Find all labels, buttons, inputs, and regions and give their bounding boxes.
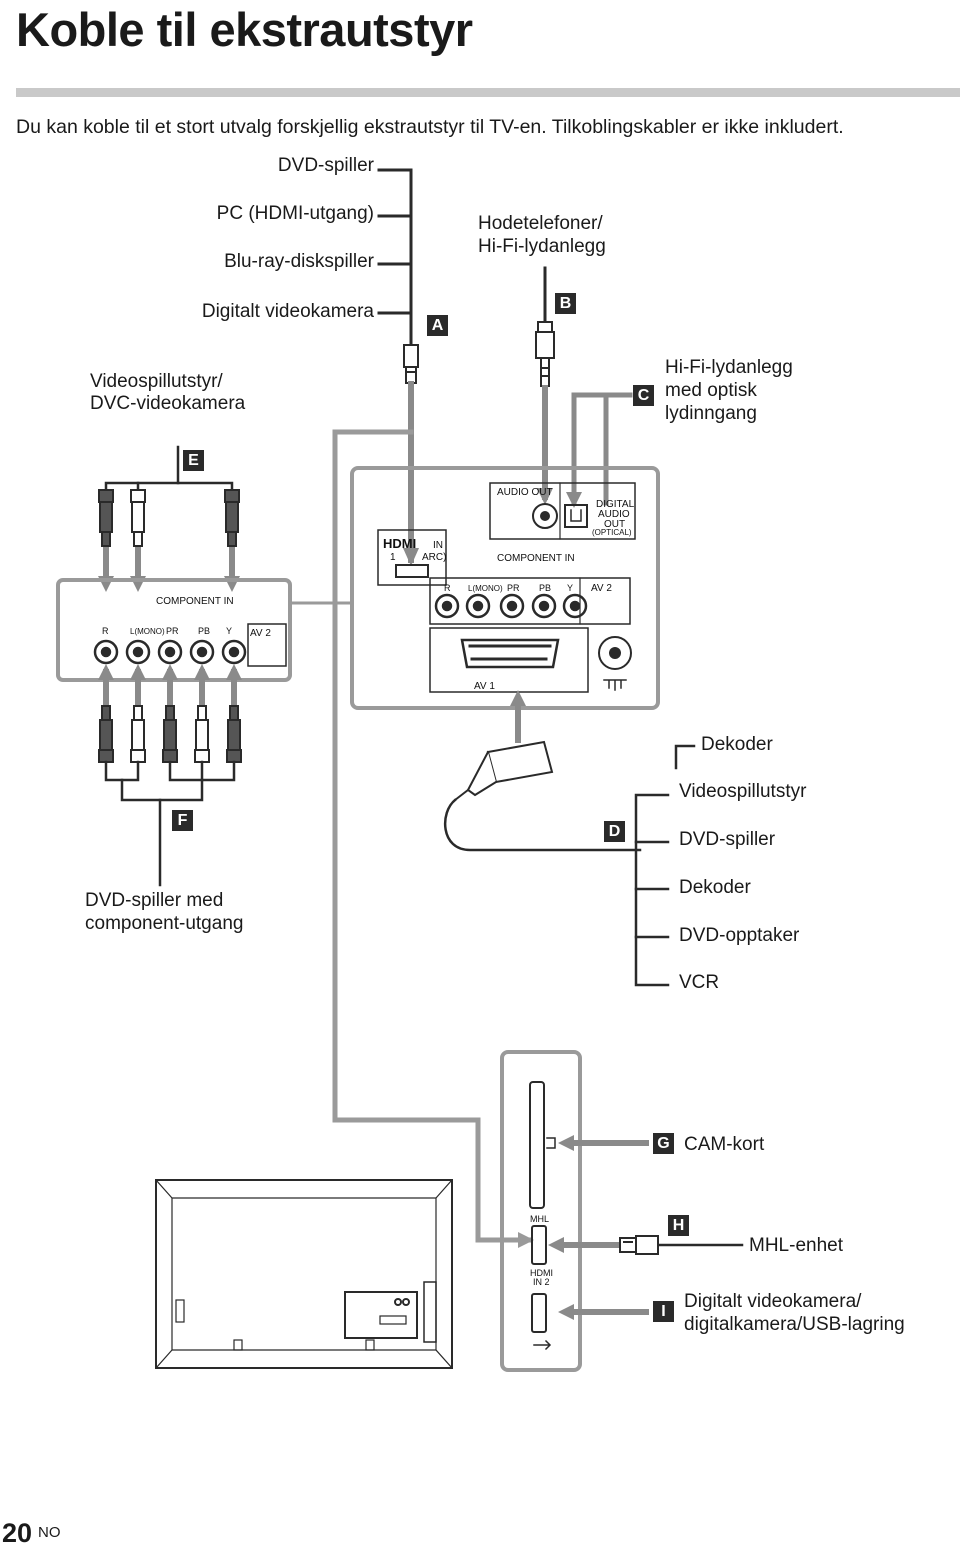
label-pc-hdmi: PC (HDMI-utgang) bbox=[216, 203, 374, 224]
label-hdmi-in2-2: IN 2 bbox=[533, 1277, 550, 1287]
tv-rear-illustration bbox=[155, 1179, 453, 1369]
label-cam-kort: CAM-kort bbox=[684, 1134, 765, 1155]
label-r-tv: R bbox=[444, 583, 451, 593]
label-videospill-1: Videospillutstyr/ bbox=[90, 371, 223, 392]
hdmi-in1-port bbox=[395, 564, 429, 578]
mhl-plug-h bbox=[619, 1235, 659, 1255]
label-hdmi-in: IN bbox=[433, 540, 443, 551]
tv-side-panel bbox=[500, 1050, 582, 1372]
label-hifi-optisk-2: med optisk bbox=[665, 380, 757, 401]
label-l-left: L(MONO) bbox=[130, 627, 165, 636]
label-component-1: DVD-spiller med bbox=[85, 890, 224, 911]
label-pb-tv: PB bbox=[539, 583, 551, 593]
label-hodetelefoner-2: Hi-Fi-lydanlegg bbox=[478, 236, 606, 257]
label-scart-dvd: DVD-spiller bbox=[679, 829, 776, 850]
source-bracket-a bbox=[377, 168, 413, 347]
label-digital-3: OUT bbox=[604, 519, 625, 530]
label-hdmi-arc: ARC) bbox=[422, 552, 446, 563]
label-pr-left: PR bbox=[166, 626, 179, 636]
label-y-tv: Y bbox=[567, 583, 573, 593]
label-scart-videospill: Videospillutstyr bbox=[679, 781, 807, 802]
badge-h: H bbox=[668, 1215, 689, 1236]
label-videospill-2: DVC-videokamera bbox=[90, 393, 246, 414]
bracket-e bbox=[104, 445, 234, 492]
label-pb-left: PB bbox=[198, 626, 210, 636]
badge-d: D bbox=[604, 821, 625, 842]
component-jacks-tv bbox=[434, 593, 588, 619]
scart-port bbox=[460, 638, 560, 669]
label-audio-out: AUDIO OUT bbox=[497, 487, 553, 498]
label-hifi-optisk-1: Hi-Fi-lydanlegg bbox=[665, 357, 793, 378]
antenna-port bbox=[598, 636, 632, 670]
label-component-2: component-utgang bbox=[85, 913, 244, 934]
page-number: 20 bbox=[2, 1518, 33, 1548]
page-title: Koble til ekstrautstyr bbox=[16, 3, 473, 56]
label-av2-tv: AV 2 bbox=[591, 583, 612, 594]
badge-i: I bbox=[653, 1301, 674, 1322]
panel-labels: AUDIO OUT DIGITAL AUDIO OUT (OPTICAL) HD… bbox=[102, 487, 635, 1287]
label-component-in-left: COMPONENT IN bbox=[156, 596, 234, 607]
label-usb-1: Digitalt videokamera/ bbox=[684, 1291, 862, 1312]
label-av1: AV 1 bbox=[474, 681, 495, 692]
label-pr-tv: PR bbox=[507, 583, 520, 593]
badge-a: A bbox=[427, 315, 448, 336]
label-hodetelefoner-1: Hodetelefoner/ bbox=[478, 213, 603, 234]
label-hdmi-logo: HDMI bbox=[383, 536, 416, 551]
badge-c: C bbox=[633, 385, 654, 406]
component-jacks-left bbox=[93, 639, 247, 665]
hdmi-plug-a bbox=[403, 344, 419, 384]
label-scart-dvd-opptaker: DVD-opptaker bbox=[679, 925, 800, 946]
label-hdmi-in2-1: HDMI bbox=[530, 1268, 553, 1278]
minijack-plug-b bbox=[535, 321, 555, 387]
label-digital-2: AUDIO bbox=[598, 509, 630, 520]
cam-slot bbox=[529, 1081, 545, 1209]
label-y-left: Y bbox=[226, 626, 232, 636]
bracket-d bbox=[634, 744, 696, 987]
rca-plugs-e bbox=[98, 489, 240, 547]
cable-trunk bbox=[332, 429, 533, 1243]
label-dvd-spiller: DVD-spiller bbox=[277, 155, 374, 176]
scart-plug-d bbox=[453, 740, 554, 802]
page-number-suffix: NO bbox=[38, 1524, 61, 1541]
badge-b: B bbox=[555, 293, 576, 314]
audio-out-jack bbox=[532, 503, 558, 529]
label-scart-dekoder2: Dekoder bbox=[679, 877, 751, 898]
label-mhl-enhet: MHL-enhet bbox=[749, 1235, 843, 1256]
label-digitalt-videokamera: Digitalt videokamera bbox=[201, 301, 374, 322]
label-scart-dekoder: Dekoder bbox=[701, 734, 773, 755]
label-hifi-optisk-3: lydinngang bbox=[665, 403, 757, 424]
label-digital-1: DIGITAL bbox=[596, 499, 635, 510]
label-mhl: MHL bbox=[530, 1214, 549, 1224]
label-av2-left: AV 2 bbox=[250, 628, 271, 639]
label-bluray: Blu-ray-diskspiller bbox=[224, 251, 374, 272]
usb-port bbox=[531, 1293, 547, 1333]
optical-out-port bbox=[564, 504, 588, 528]
badge-f: F bbox=[172, 810, 193, 831]
bracket-f bbox=[104, 760, 236, 887]
label-hdmi-1: 1 bbox=[390, 552, 396, 563]
badge-g: G bbox=[653, 1133, 674, 1154]
tv-rear-panel bbox=[350, 466, 660, 710]
label-r-left: R bbox=[102, 626, 109, 636]
title-rule bbox=[16, 88, 960, 97]
badge-e: E bbox=[183, 450, 204, 471]
cable-d bbox=[443, 798, 642, 852]
label-component-in-tv: COMPONENT IN bbox=[497, 553, 575, 564]
label-scart-vcr: VCR bbox=[679, 972, 720, 993]
label-digital-4: (OPTICAL) bbox=[592, 528, 632, 537]
rca-plugs-f bbox=[98, 705, 242, 763]
intro-text: Du kan koble til et stort utvalg forskje… bbox=[16, 116, 844, 138]
cable-c bbox=[571, 392, 633, 506]
label-usb-2: digitalkamera/USB-lagring bbox=[684, 1314, 905, 1335]
mhl-port bbox=[531, 1225, 547, 1265]
label-l-tv: L(MONO) bbox=[468, 584, 503, 593]
